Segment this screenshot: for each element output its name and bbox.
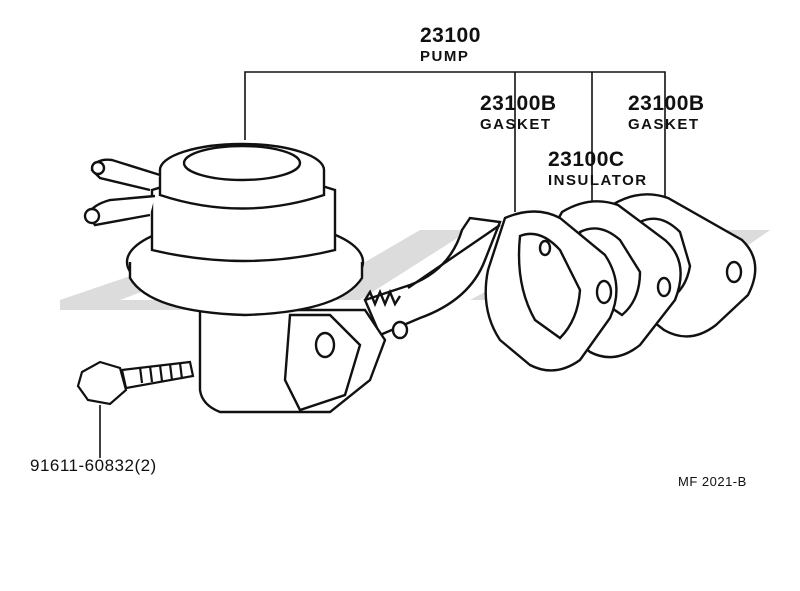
fuel-pump xyxy=(83,142,502,414)
pump-part-number: 23100 xyxy=(420,24,481,47)
leader-lines xyxy=(99,71,666,458)
bolt xyxy=(76,360,195,406)
gasket-left xyxy=(484,210,618,372)
drawing-code: MF 2021-B xyxy=(678,474,747,489)
bolt-part-number: 91611-60832(2) xyxy=(30,456,157,475)
pump-part-name: PUMP xyxy=(420,48,470,65)
gasket-right-part-number: 23100B xyxy=(628,92,705,115)
insulator-part-number: 23100C xyxy=(548,148,625,171)
gasket-left-part-name: GASKET xyxy=(480,116,552,133)
gasket-right-part-name: GASKET xyxy=(628,116,700,133)
gasket-left-part-number: 23100B xyxy=(480,92,557,115)
insulator-part-name: INSULATOR xyxy=(548,172,648,189)
